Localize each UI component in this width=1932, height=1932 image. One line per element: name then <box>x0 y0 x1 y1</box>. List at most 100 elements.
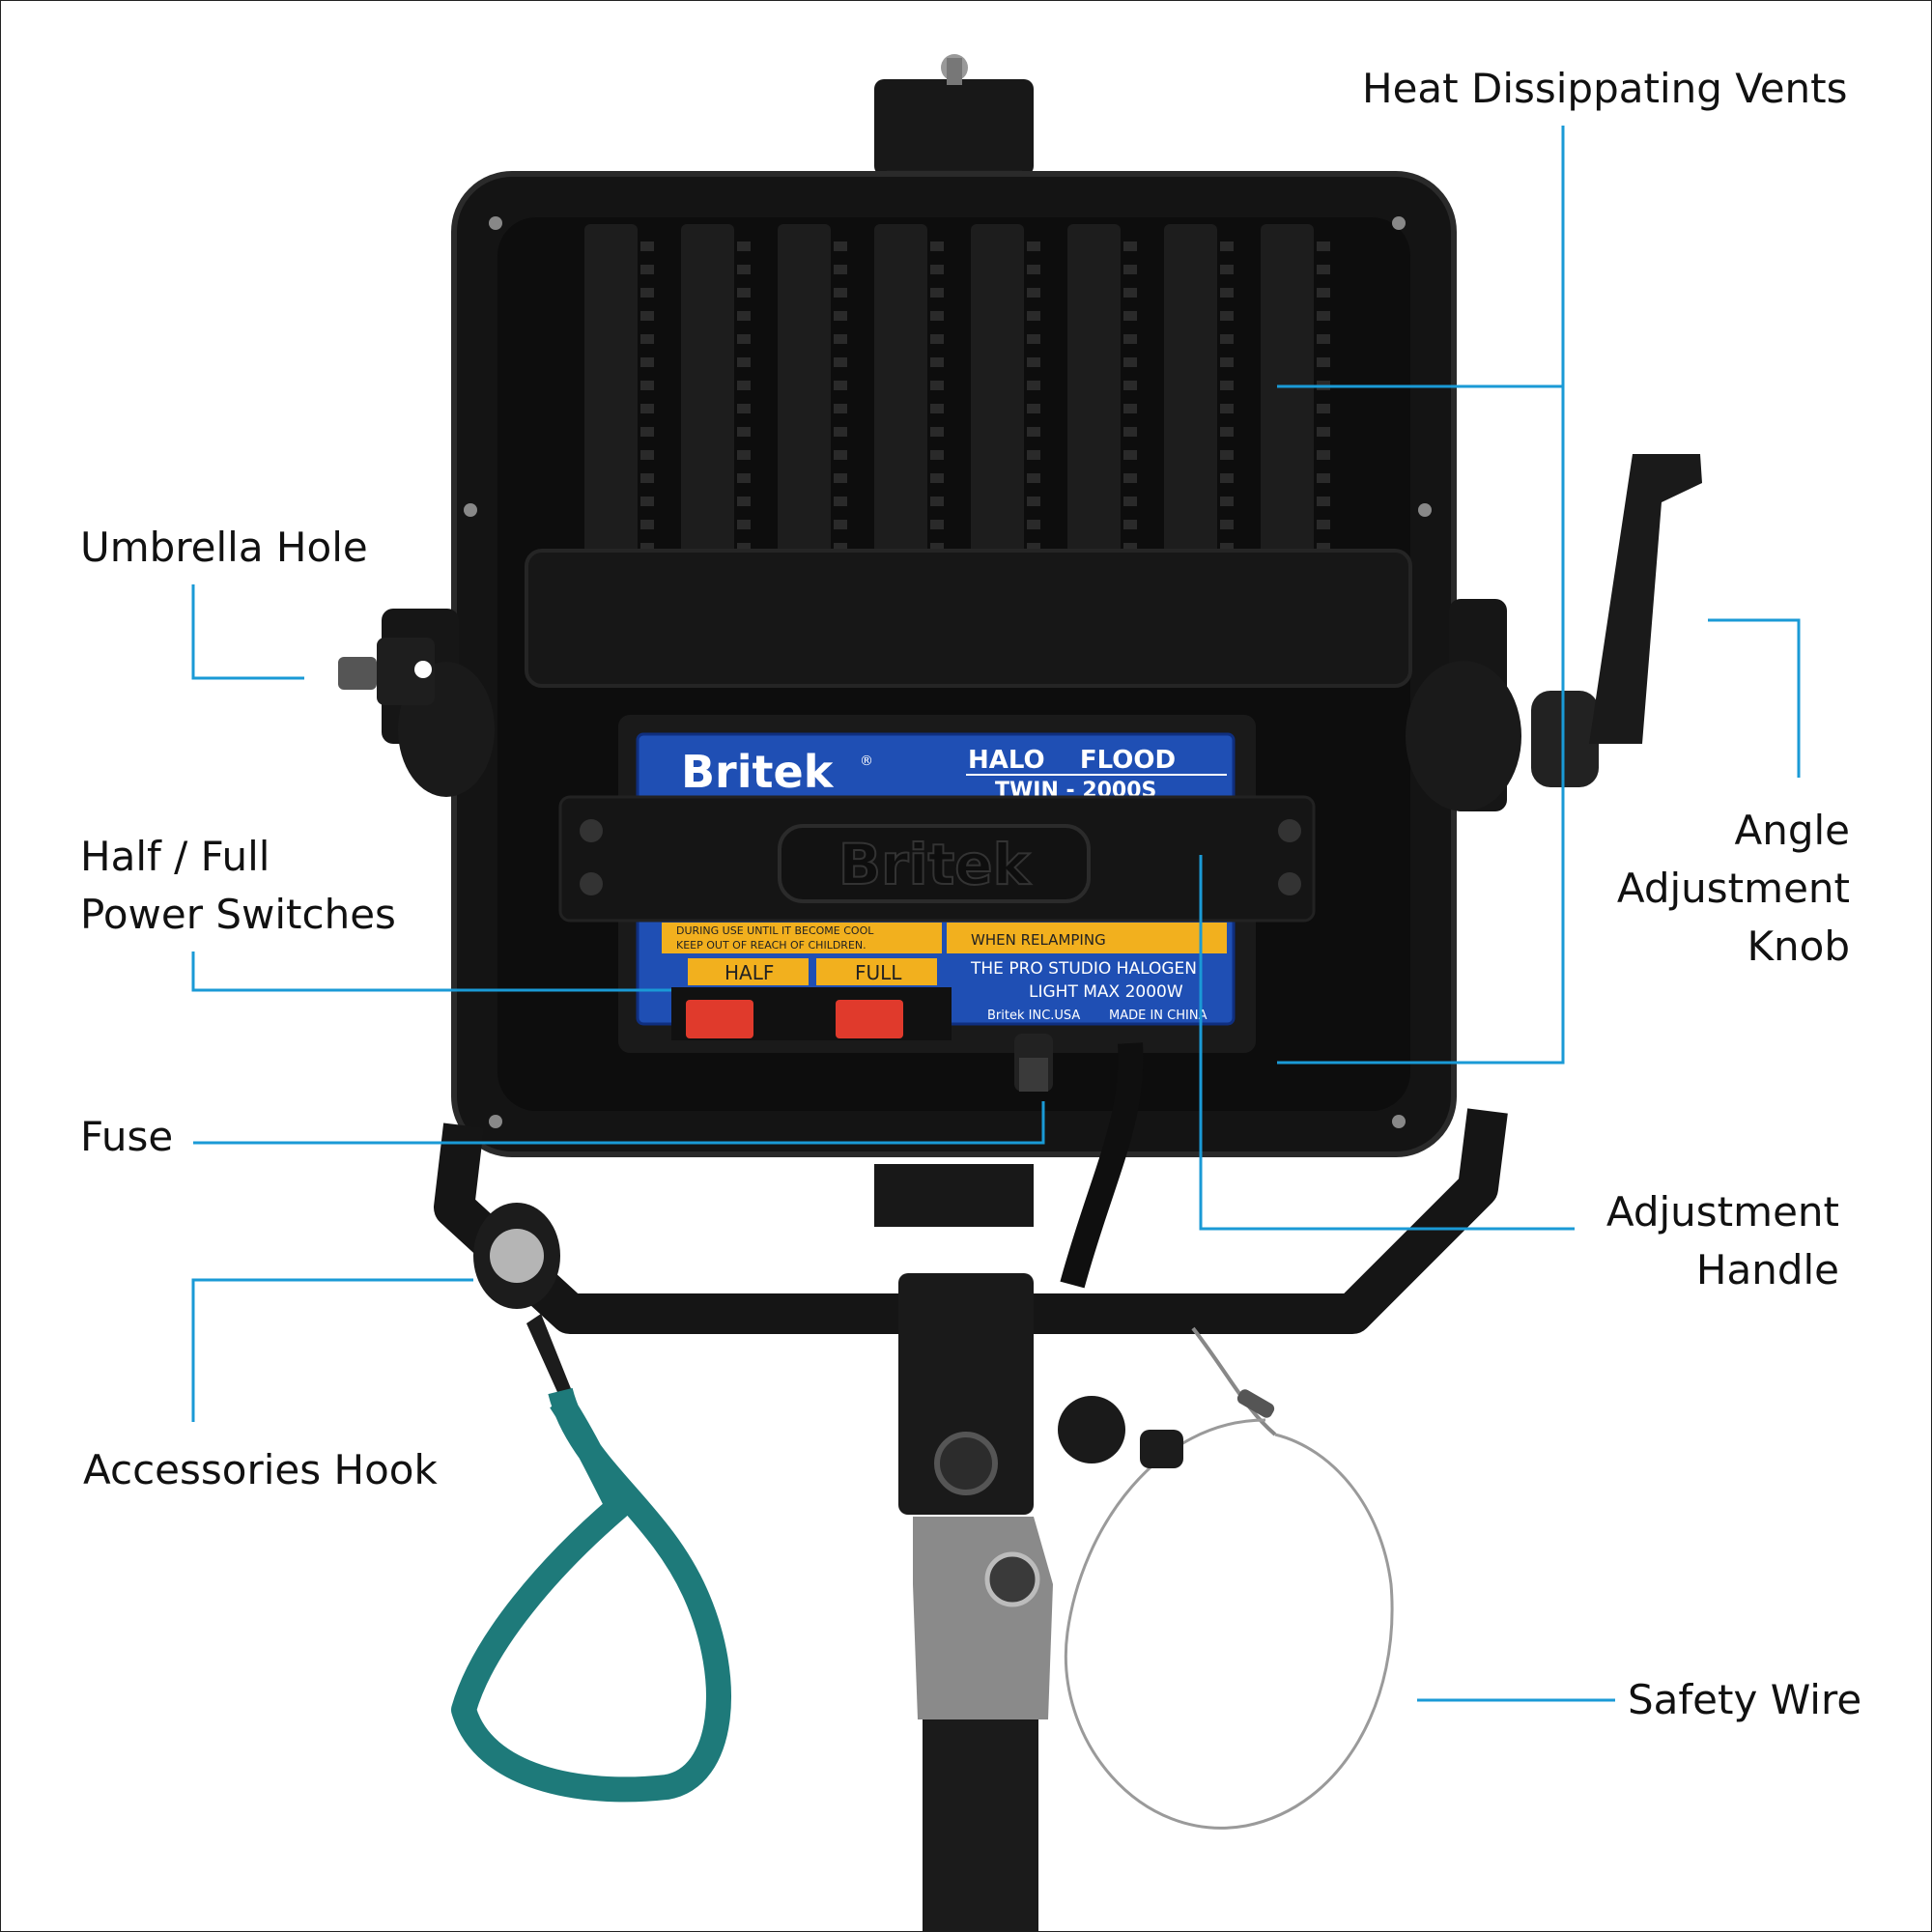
label-adjust-handle-line2: Handle <box>1695 1246 1839 1293</box>
bottom-shoe <box>874 1164 1034 1227</box>
vent-slot <box>1220 543 1234 553</box>
vent-slot <box>737 334 751 344</box>
vent-slot <box>737 404 751 413</box>
label-accessories-hook: Accessories Hook <box>83 1446 438 1493</box>
vent-slot <box>834 265 847 274</box>
half-power-switch <box>686 1000 753 1038</box>
label-heat-vents: Heat Dissippating Vents <box>1362 65 1848 112</box>
vent-slot <box>737 265 751 274</box>
vent-slot <box>834 357 847 367</box>
vent-slot <box>737 288 751 298</box>
label-angle-knob: Angle Adjustment Knob <box>1617 802 1850 976</box>
vent-slot <box>640 520 654 529</box>
vent-slot <box>1027 520 1040 529</box>
vent-slot <box>1220 288 1234 298</box>
label-umbrella-hole: Umbrella Hole <box>80 524 368 571</box>
label-fuse: Fuse <box>80 1113 174 1160</box>
vent-slot <box>834 543 847 553</box>
info-line1: THE PRO STUDIO HALOGEN <box>970 959 1197 979</box>
label-half-full-line1: Half / Full <box>80 833 270 880</box>
vent-slot <box>1220 265 1234 274</box>
vent-slot <box>737 242 751 251</box>
vent-slot <box>1317 520 1330 529</box>
vent-slot <box>1220 242 1234 251</box>
label-adjustment-handle: Adjustment Handle <box>1606 1183 1839 1299</box>
vent-slot <box>930 404 944 413</box>
vent-slot <box>1317 473 1330 483</box>
vent-fin <box>681 224 734 567</box>
vent-slot <box>1027 357 1040 367</box>
label-registered: ® <box>860 753 873 769</box>
vent-slot <box>1027 543 1040 553</box>
power-cable <box>1060 1042 1144 1289</box>
maker-text: Britek INC.USA <box>987 1009 1080 1023</box>
vent-slot <box>1317 242 1330 251</box>
vent-slot <box>737 450 751 460</box>
full-power-switch <box>836 1000 903 1038</box>
vent-slot <box>1027 497 1040 506</box>
vent-slot <box>1317 543 1330 553</box>
label-safety-wire: Safety Wire <box>1628 1676 1862 1723</box>
warning-left-2: KEEP OUT OF REACH OF CHILDREN. <box>676 939 867 952</box>
fuse <box>1014 1034 1053 1092</box>
leader-heat-vents-lower <box>1277 126 1565 1065</box>
vent-slot <box>930 265 944 274</box>
origin-text: MADE IN CHINA <box>1109 1009 1208 1023</box>
vent-slot <box>930 497 944 506</box>
vent-slot <box>737 473 751 483</box>
vent-slot <box>1220 334 1234 344</box>
vent-fin <box>778 224 831 567</box>
vent-slot <box>1220 404 1234 413</box>
label-angle-line2: Adjustment <box>1616 865 1850 912</box>
vent-slot <box>834 288 847 298</box>
vent-slot <box>1220 520 1234 529</box>
vent-slot <box>640 404 654 413</box>
adjustment-handle-bar: Britek <box>558 795 1316 923</box>
vent-slot <box>1027 381 1040 390</box>
vent-slot <box>1123 288 1137 298</box>
leader-adjustment-handle <box>1199 855 1575 1231</box>
vent-slot <box>930 473 944 483</box>
vent-slot <box>640 265 654 274</box>
vent-slot <box>1027 334 1040 344</box>
label-half-full-switches: Half / Full Power Switches <box>80 828 396 944</box>
vent-slot <box>930 334 944 344</box>
switch-half-label: HALF <box>724 961 774 984</box>
label-angle-line1: Angle <box>1734 807 1850 854</box>
vent-slot <box>1027 473 1040 483</box>
vent-slot <box>640 334 654 344</box>
vent-slot <box>737 543 751 553</box>
vent-slot <box>1027 404 1040 413</box>
vent-slot <box>834 404 847 413</box>
handle-brand: Britek <box>838 832 1032 897</box>
vent-slot <box>1123 311 1137 321</box>
vent-slot <box>640 357 654 367</box>
vent-slot <box>1123 404 1137 413</box>
vent-slot <box>1317 404 1330 413</box>
vent-slot <box>1123 381 1137 390</box>
vent-slot <box>1027 265 1040 274</box>
umbrella-hole <box>338 638 435 705</box>
vent-slot <box>1317 334 1330 344</box>
vent-slot <box>834 497 847 506</box>
vent-slot <box>1123 450 1137 460</box>
label-brand: Britek <box>681 746 835 798</box>
vent-slot <box>930 288 944 298</box>
hook-strap <box>451 1387 731 1803</box>
leader-angle-knob <box>1708 618 1801 778</box>
vent-slot <box>1123 473 1137 483</box>
vent-slot <box>1123 357 1137 367</box>
vent-slot <box>1220 473 1234 483</box>
vent-slot <box>1317 288 1330 298</box>
leader-half-full-switches <box>191 952 671 992</box>
leader-accessories-hook <box>191 1278 473 1422</box>
stand-mount <box>898 1273 1125 1932</box>
vent-slot <box>640 450 654 460</box>
vent-slot <box>1220 311 1234 321</box>
vent-fin <box>971 224 1024 567</box>
vent-slot <box>834 311 847 321</box>
vent-slot <box>1123 497 1137 506</box>
vent-slot <box>1027 427 1040 437</box>
vent-slot <box>1317 357 1330 367</box>
